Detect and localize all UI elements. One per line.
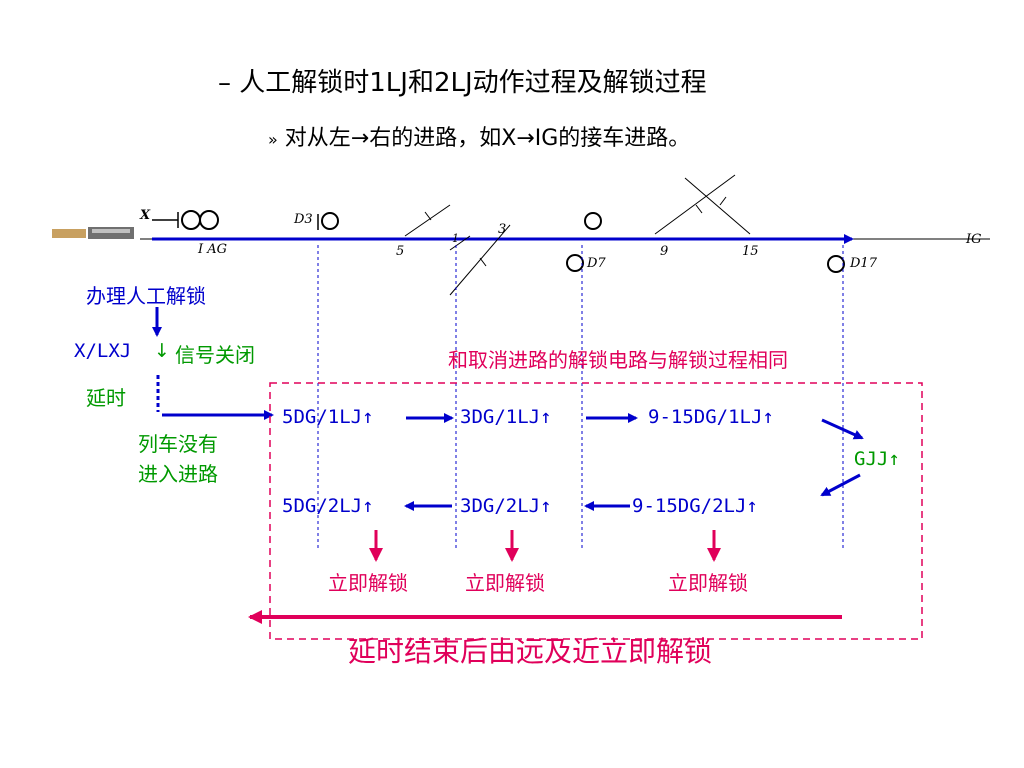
label-signal-d17: D17: [850, 256, 877, 271]
train-icon: [52, 227, 134, 239]
xlxj-label: X/LXJ: [74, 340, 132, 362]
title-line1: – 人工解锁时1LJ和2LJ动作过程及解锁过程: [218, 62, 707, 99]
signal-close-label: 信号关闭: [175, 343, 255, 367]
final-unlock-label: 延时结束后由远及近立即解锁: [348, 635, 713, 668]
label-signal-d3: D3: [294, 212, 313, 227]
label-signal-d7: D7: [587, 256, 606, 271]
title-bullet: –: [218, 68, 231, 98]
signal-d3-lamp: [321, 212, 339, 230]
label-switch-15: 15: [742, 244, 759, 259]
dashed-box: [269, 382, 923, 640]
up-arrow-icon: ↑: [540, 495, 552, 517]
relay-5dg-2lj: 5DG/2LJ↑: [282, 495, 374, 517]
signal-d7-lamp-upper: [584, 212, 602, 230]
up-arrow-icon: ↑: [362, 406, 374, 428]
label-switch-5: 5: [396, 244, 405, 259]
relay-5dg-1lj: 5DG/1LJ↑: [282, 406, 374, 428]
label-track-ig: IG: [966, 232, 982, 247]
up-arrow-icon: ↑: [762, 406, 774, 428]
signal-d7-lamp-lower: [566, 254, 584, 272]
delay-label: 延时: [86, 386, 126, 410]
up-arrow-icon: ↑: [888, 448, 900, 470]
xlxj-down-arrow: ↓: [154, 340, 170, 362]
label-switch-9: 9: [660, 244, 669, 259]
title-text: 人工解锁时1LJ和2LJ动作过程及解锁过程: [239, 68, 707, 98]
up-arrow-icon: ↑: [362, 495, 374, 517]
signal-x-lamp-1: [181, 210, 201, 230]
up-arrow-icon: ↑: [540, 406, 552, 428]
sub-bullet: »: [268, 130, 278, 149]
label-section-iag: Ⅰ AG: [198, 242, 228, 257]
relay-3dg-1lj: 3DG/1LJ↑: [460, 406, 552, 428]
subtitle-text: 对从左→右的进路，如X→IG的接车进路。: [284, 126, 691, 151]
relay-9-15dg-2lj: 9-15DG/2LJ↑: [632, 495, 758, 517]
unlock-now-3dg: 立即解锁: [465, 571, 545, 595]
label-switch-1: 1: [452, 232, 459, 245]
relay-9-15dg-1lj: 9-15DG/1LJ↑: [648, 406, 774, 428]
manual-unlock-label: 办理人工解锁: [86, 284, 206, 308]
unlock-now-5dg: 立即解锁: [328, 571, 408, 595]
train-not-enter-line2: 进入进路: [138, 462, 218, 486]
relay-3dg-2lj: 3DG/2LJ↑: [460, 495, 552, 517]
same-as-cancel-label: 和取消进路的解锁电路与解锁过程相同: [448, 348, 788, 372]
signal-x-lamp-2: [199, 210, 219, 230]
up-arrow-icon: ↑: [746, 495, 758, 517]
title-line2: » 对从左→右的进路，如X→IG的接车进路。: [268, 120, 690, 152]
signal-d17-lamp: [827, 255, 845, 273]
relay-gjj: GJJ↑: [854, 448, 900, 470]
train-not-enter-line1: 列车没有: [138, 432, 218, 456]
label-signal-x: X: [140, 208, 151, 223]
unlock-now-9-15dg: 立即解锁: [668, 571, 748, 595]
label-switch-3: 3: [498, 222, 507, 237]
